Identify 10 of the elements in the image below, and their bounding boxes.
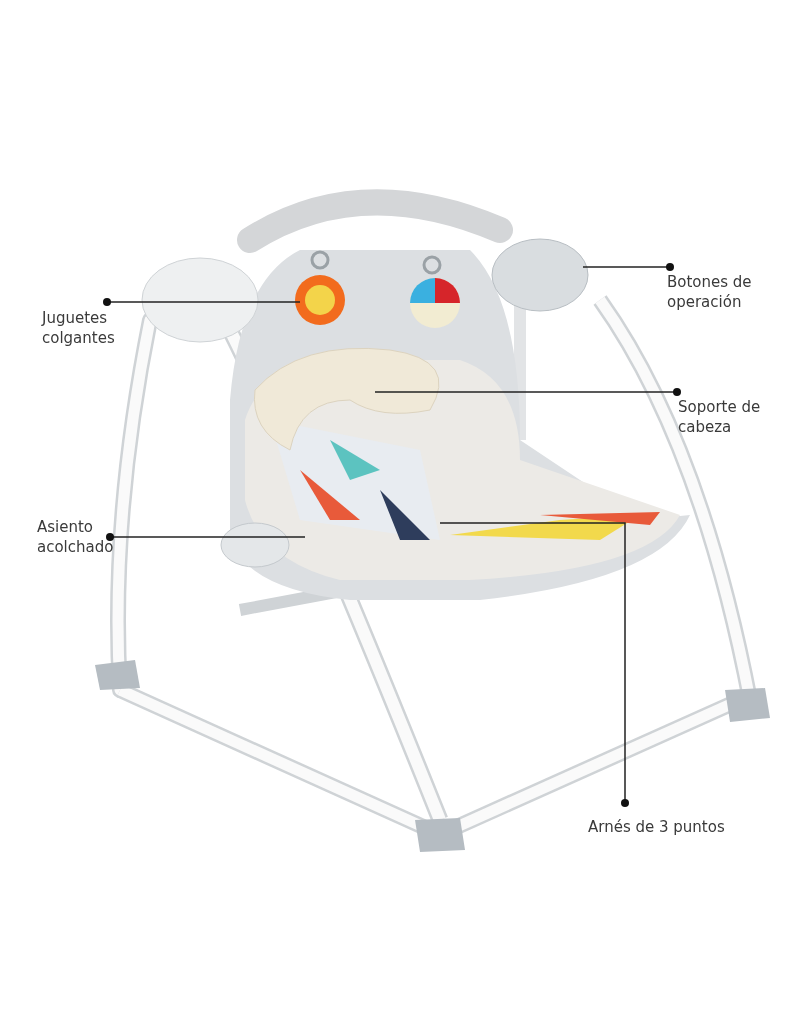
callout-label: Juguetes colgantes xyxy=(42,308,152,348)
leader-line xyxy=(103,298,301,306)
callout-label: Arnés de 3 puntos xyxy=(588,817,758,837)
callout-label: Asiento acolchado xyxy=(37,517,147,557)
leader-line xyxy=(106,533,306,541)
leader-line xyxy=(439,522,629,807)
leader-line xyxy=(374,388,681,396)
callout-label: Soporte de cabeza xyxy=(678,397,788,437)
callout-label: Botones de operación xyxy=(667,272,787,312)
leader-line xyxy=(582,263,674,271)
